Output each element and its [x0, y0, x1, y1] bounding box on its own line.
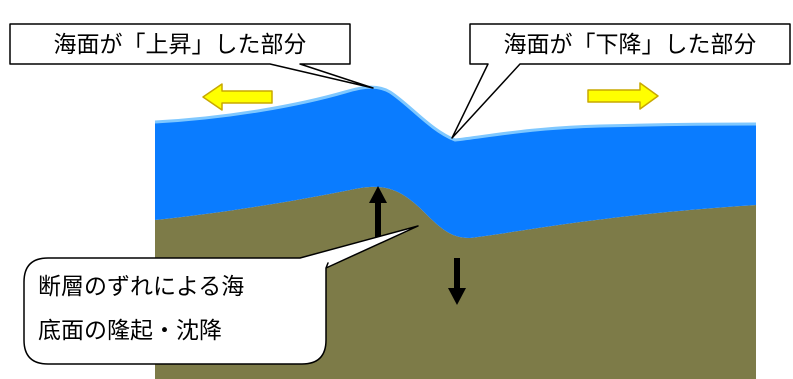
arrow-up-icon — [369, 186, 387, 238]
rise-label: 海面が「上昇」した部分 — [54, 32, 307, 58]
fall-label: 海面が「下降」した部分 — [504, 32, 757, 58]
callout-cause: 断層のずれによる海 底面の隆起・沈降 — [23, 225, 419, 365]
callout-rise: 海面が「上昇」した部分 — [9, 23, 374, 89]
cause-label-line1: 断層のずれによる海 — [38, 274, 244, 300]
sea-surface — [154, 85, 757, 142]
arrow-left-icon — [202, 83, 273, 111]
arrow-right-icon — [587, 82, 659, 110]
cause-label-line2: 底面の隆起・沈降 — [38, 318, 222, 344]
sea-water — [155, 87, 756, 238]
callout-fall: 海面が「下降」した部分 — [451, 23, 791, 139]
arrow-down-icon — [448, 258, 466, 305]
